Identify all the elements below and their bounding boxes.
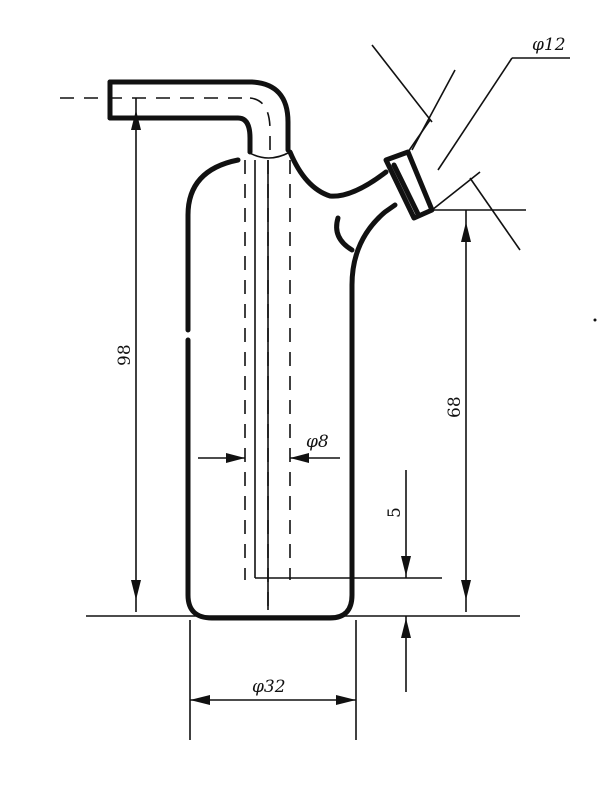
inner-tube <box>244 160 442 612</box>
dimension-inner-tube: φ8 <box>198 432 340 463</box>
label-phi32: φ32 <box>252 677 286 697</box>
label-68: 68 <box>445 396 465 418</box>
stray-dot <box>593 318 597 322</box>
dimension-total-height: 98 <box>115 98 141 612</box>
label-5: 5 <box>385 507 405 518</box>
outlet-tube <box>60 79 291 160</box>
label-phi12: φ12 <box>532 35 566 55</box>
label-phi8: φ8 <box>306 432 329 452</box>
bottle-body <box>185 149 398 621</box>
label-98: 98 <box>115 344 135 366</box>
dimension-tube-gap: 5 <box>385 470 411 692</box>
dimension-side-height: 68 <box>430 209 526 612</box>
dimension-body-diameter: φ32 <box>189 620 357 740</box>
side-inlet-tube <box>371 44 570 251</box>
